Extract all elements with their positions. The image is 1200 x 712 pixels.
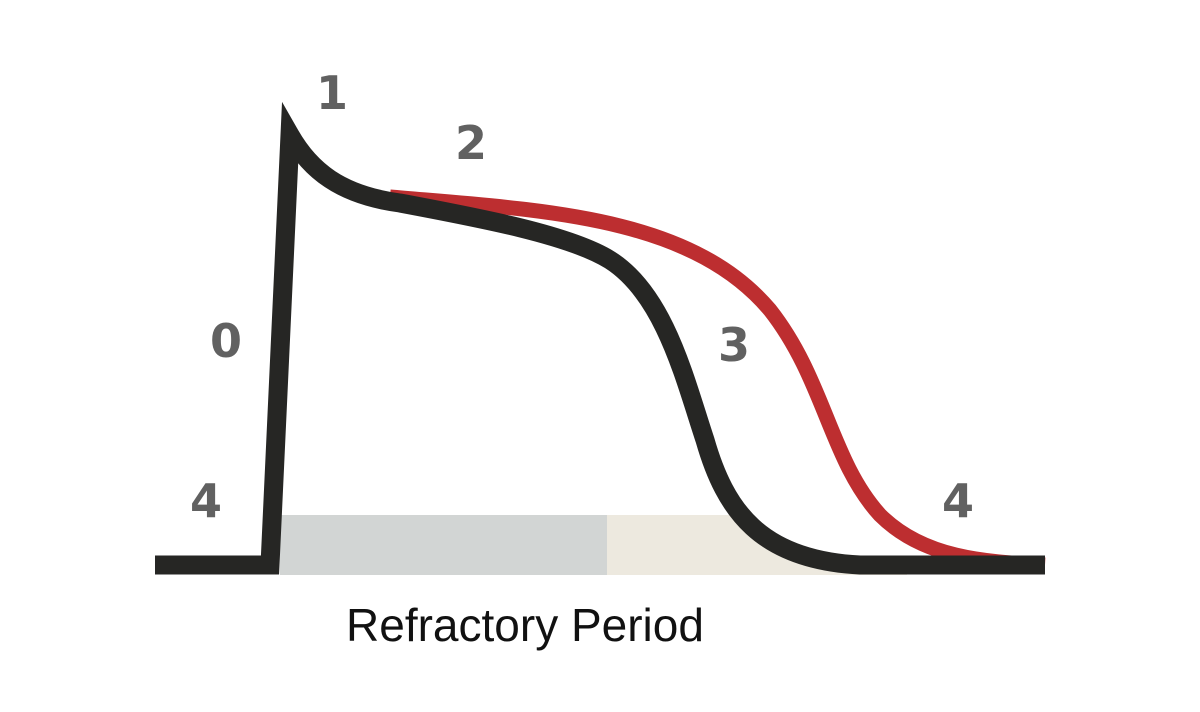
phase-4-left-label: 4: [190, 474, 223, 528]
phase-3-label: 3: [718, 318, 751, 372]
prolonged-action-potential-curve: [389, 189, 1046, 573]
phase-1-label: 1: [316, 66, 349, 120]
action-potential-curve: [155, 101, 1045, 575]
absolute-refractory-band: [280, 515, 607, 575]
refractory-period-caption: Refractory Period: [346, 599, 704, 651]
phase-4-right-label: 4: [942, 474, 975, 528]
phase-0-label: 0: [210, 314, 243, 368]
phase-2-label: 2: [455, 116, 488, 170]
